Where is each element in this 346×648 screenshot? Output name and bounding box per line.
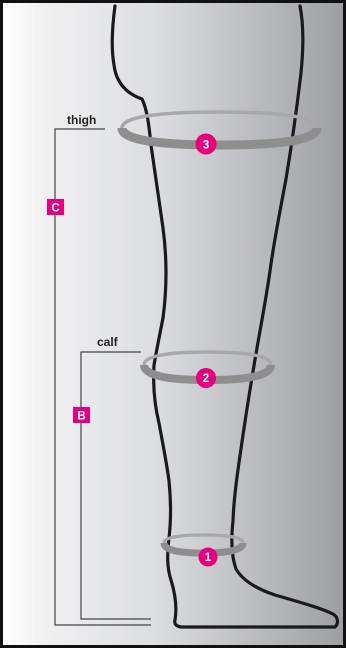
marker-1-number: 1 — [205, 552, 212, 564]
leg-measurement-diagram: thigh calf C B 1 2 3 — [3, 3, 343, 645]
marker-1: 1 — [199, 548, 218, 567]
segment-c-badge: C — [47, 199, 64, 215]
thigh-label: thigh — [67, 113, 96, 127]
marker-3: 3 — [196, 134, 217, 155]
marker-3-number: 3 — [203, 138, 210, 152]
marker-2-number: 2 — [203, 373, 209, 385]
calf-label: calf — [97, 335, 119, 349]
marker-2: 2 — [196, 368, 216, 388]
segment-c-letter: C — [51, 203, 59, 215]
segment-b-badge: B — [73, 407, 90, 423]
segment-b-letter: B — [77, 411, 85, 423]
